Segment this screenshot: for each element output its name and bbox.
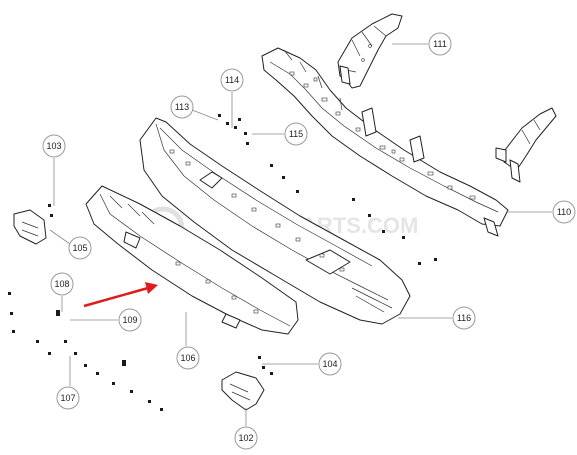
- callout-110-label: 110: [557, 207, 571, 217]
- callout-115-label: 115: [289, 129, 303, 139]
- callout-103[interactable]: 103: [42, 134, 66, 158]
- leader-lines: [49, 43, 552, 426]
- callout-116-label: 116: [457, 313, 471, 323]
- part-102-bracket[interactable]: [221, 371, 265, 411]
- callout-114[interactable]: 114: [220, 68, 244, 92]
- callout-109[interactable]: 109: [118, 308, 142, 332]
- callout-110[interactable]: 110: [552, 200, 576, 224]
- callout-113-label: 113: [175, 102, 189, 112]
- part-111-bracket[interactable]: [337, 13, 403, 89]
- part-110-right-bracket[interactable]: [495, 107, 557, 183]
- part-106-skid-plate[interactable]: [85, 185, 299, 335]
- callout-103-label: 103: [46, 141, 61, 151]
- callout-106[interactable]: 106: [176, 346, 200, 370]
- callout-102-label: 102: [238, 433, 253, 443]
- callout-114-label: 114: [225, 75, 239, 85]
- callout-107-label: 107: [60, 393, 75, 403]
- callout-109-label: 109: [122, 315, 137, 325]
- callout-108[interactable]: 108: [50, 272, 74, 296]
- part-110-reinforcement[interactable]: [261, 47, 509, 237]
- callout-115[interactable]: 115: [284, 122, 308, 146]
- callout-106-label: 106: [180, 353, 195, 363]
- indicator-arrow: [83, 282, 158, 308]
- callout-102[interactable]: 102: [234, 426, 258, 450]
- callout-116[interactable]: 116: [452, 306, 476, 330]
- callout-104[interactable]: 104: [318, 352, 342, 376]
- part-103-bracket[interactable]: [13, 209, 47, 245]
- callout-107[interactable]: 107: [56, 386, 80, 410]
- callout-113[interactable]: 113: [170, 95, 194, 119]
- callout-105[interactable]: 105: [68, 236, 92, 260]
- fasteners: [8, 114, 437, 411]
- callout-105-label: 105: [72, 243, 87, 253]
- callout-104-label: 104: [322, 359, 337, 369]
- callout-111-label: 111: [433, 39, 447, 49]
- callout-108-label: 108: [54, 279, 69, 289]
- callout-111[interactable]: 111: [428, 32, 452, 56]
- part-116-bumper[interactable]: [139, 117, 411, 325]
